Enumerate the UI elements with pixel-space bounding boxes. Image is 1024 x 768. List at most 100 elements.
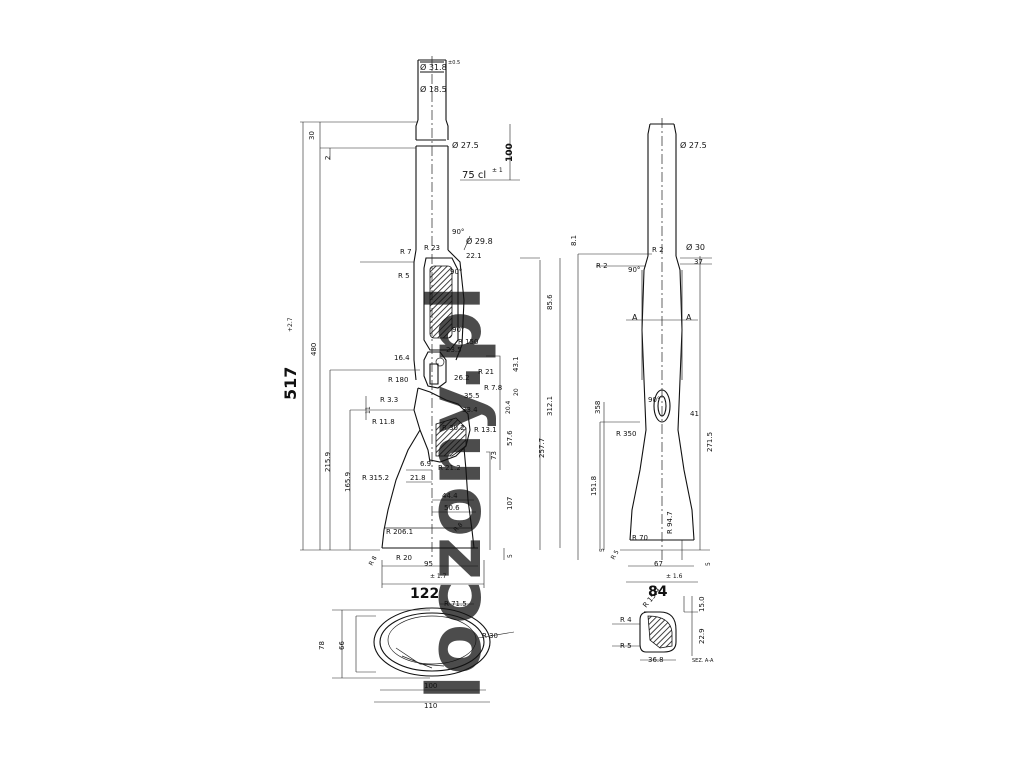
label-height-100: 100 (505, 143, 515, 162)
label-side-r2b: R 2 (596, 262, 608, 270)
label-w16-4: 16.4 (394, 354, 410, 362)
label-w23-5: 23.5 (446, 346, 462, 354)
front-view (300, 56, 561, 588)
label-w50-6: 50.6 (444, 504, 460, 512)
label-w122-tol: ± 1.7 (430, 573, 447, 580)
label-height-2: 2 (324, 156, 332, 160)
section-view (612, 596, 698, 661)
label-side-sec-a2: A (686, 313, 692, 322)
label-side-angle-90: 90° (628, 266, 640, 274)
label-height-85-6: 85.6 (546, 294, 554, 310)
bottom-view-labels: R 71.5 R 30 78 66 100 110 (318, 600, 498, 710)
label-r5: R 5 (398, 272, 410, 280)
label-side-r94-7: R 94.7 (666, 511, 674, 534)
label-r13-1: R 13.1 (474, 426, 497, 434)
label-sec-r4: R 4 (620, 616, 632, 624)
label-side-h8-1: 8.1 (570, 235, 578, 246)
label-height-215-9: 215.9 (324, 452, 332, 472)
label-diam-29-8: Ø 29.8 (466, 236, 493, 246)
label-angle-90a: 90° (452, 228, 464, 236)
label-r30-2: R 30.2 (442, 424, 465, 432)
label-side-r2: R 2 (652, 246, 664, 254)
label-sec-h15-0: 15.0 (698, 596, 706, 612)
label-r3-3: R 3.3 (380, 396, 398, 404)
label-height-20-4: 20.4 (505, 400, 512, 414)
label-height-20: 20 (513, 388, 520, 396)
bottom-view (332, 603, 515, 703)
label-r315-2: R 315.2 (362, 474, 389, 482)
label-w6-9: 6.9 (420, 460, 431, 468)
label-r7: R 7 (400, 248, 412, 256)
label-side-diam-30: Ø 30 (686, 242, 705, 252)
label-angle-90c: 90° (452, 326, 464, 334)
label-height-165-9: 165.9 (344, 472, 352, 492)
watermark-text: loczony.pl (412, 285, 498, 700)
label-bottom-r30: R 30 (482, 632, 498, 640)
label-r23: R 23 (424, 244, 440, 252)
label-side-w84: 84 (648, 584, 668, 600)
label-side-h5a: 5 (599, 548, 606, 552)
label-bottom-w100: 100 (424, 682, 437, 690)
label-w122: 122 (410, 586, 439, 602)
label-side-w84-tol: ± 1.6 (666, 573, 683, 580)
label-r150: R 150 (458, 338, 478, 346)
label-bottom-w110: 110 (424, 702, 437, 710)
label-bottom-r71-5: R 71.5 (444, 600, 467, 608)
label-volume: 75 cl (462, 170, 486, 181)
label-height-480: 480 (310, 343, 318, 356)
label-sec-w36-8: 36.8 (648, 656, 664, 664)
label-total-tol: +2.7 (287, 317, 294, 332)
label-w95: 95 (424, 560, 433, 568)
label-w44-4: 44.4 (442, 492, 458, 500)
label-sec-r5: R 5 (620, 642, 632, 650)
label-volume-tol: ± 1 (492, 167, 503, 174)
label-side-angle-90b: 90° (648, 396, 660, 404)
label-r180: R 180 (388, 376, 408, 384)
label-side-h41: 41 (690, 410, 699, 418)
label-side-r350: R 350 (616, 430, 636, 438)
label-height-11: 11 (365, 406, 372, 414)
label-r21-2: R 21.2 (438, 464, 461, 472)
label-bottom-h66: 66 (338, 641, 346, 650)
label-side-sec-a1: A (632, 313, 638, 322)
label-side-w67: 67 (654, 560, 663, 568)
label-side-h358: 358 (594, 401, 602, 414)
label-side-h37: 37 (694, 258, 703, 266)
label-side-diam-27-5: Ø 27.5 (680, 140, 707, 150)
label-side-r5: R 5 (610, 549, 621, 561)
label-r20: R 20 (396, 554, 412, 562)
label-w21-8: 21.8 (410, 474, 426, 482)
label-sec-name: SEZ. A-A (692, 658, 714, 664)
label-side-h271-5: 271.5 (706, 432, 714, 452)
label-r21: R 21 (478, 368, 494, 376)
label-height-5: 5 (507, 554, 514, 558)
label-total-height: 517 (281, 367, 300, 400)
label-side-h151-8: 151.8 (590, 476, 598, 496)
label-side-r70: R 70 (632, 534, 648, 542)
label-height-43-1: 43.1 (512, 356, 520, 372)
label-w33-4: 33.4 (462, 406, 478, 414)
label-height-73: 73 (490, 451, 498, 460)
label-angle-90b: 90° (450, 268, 462, 276)
label-r8b: R 8 (368, 555, 379, 567)
label-r11-8: R 11.8 (372, 418, 395, 426)
label-w35-5: 35.5 (464, 392, 480, 400)
label-diam-18-5: Ø 18.5 (420, 84, 447, 94)
label-sec-h22-9: 22.9 (698, 628, 706, 644)
side-view-labels: Ø 27.5 8.1 R 2 Ø 30 R 2 90° 37 A A 358 9… (570, 140, 714, 600)
label-w26-2: 26.2 (454, 374, 470, 382)
label-r7-8: R 7.8 (484, 384, 502, 392)
label-side-h5b: 5 (705, 562, 712, 566)
label-w22-1: 22.1 (466, 252, 482, 260)
label-height-57-6: 57.6 (506, 430, 514, 446)
label-bottom-h78: 78 (318, 641, 326, 650)
label-height-30: 30 (308, 131, 316, 140)
label-diam-31-8: Ø 31.8 (420, 62, 447, 72)
label-r206-1: R 206.1 (386, 528, 413, 536)
label-height-107: 107 (506, 497, 514, 510)
label-height-257-7: 257.7 (538, 438, 546, 458)
label-diam-tol: ±0.5 (448, 60, 460, 66)
side-view (577, 118, 712, 583)
label-height-312-1: 312.1 (546, 396, 554, 416)
